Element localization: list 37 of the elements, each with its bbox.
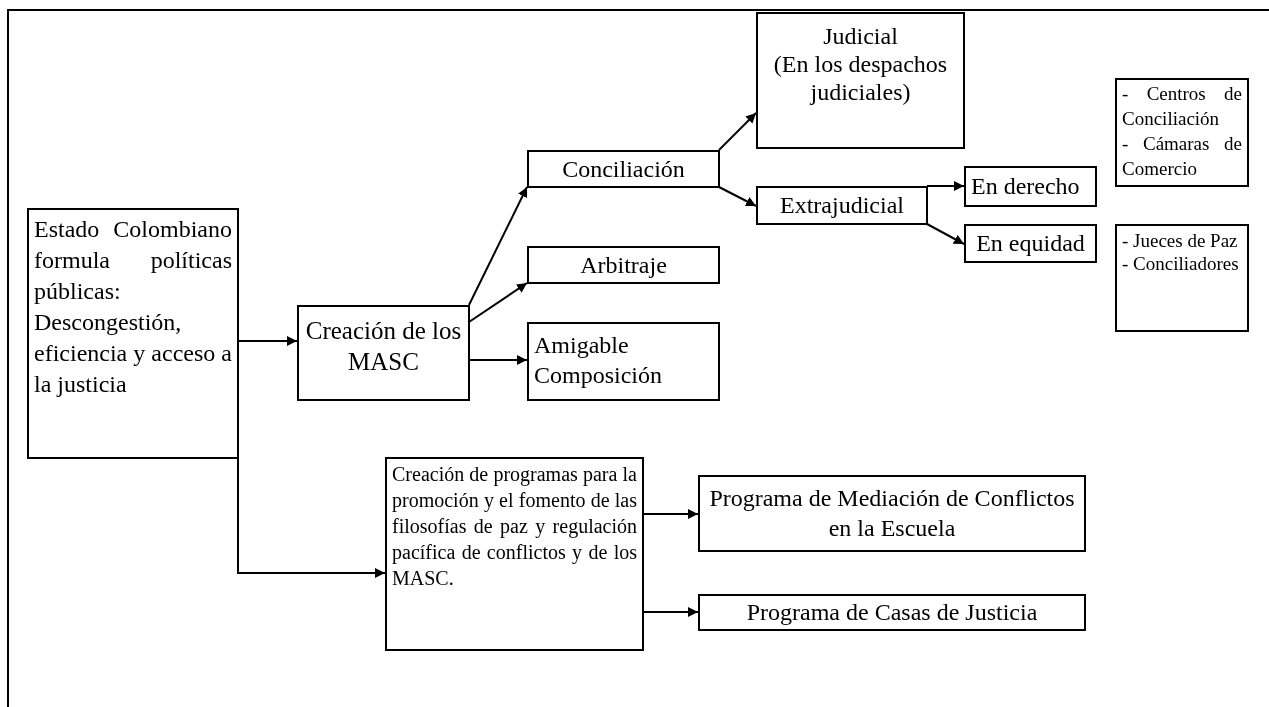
arrow <box>718 186 757 207</box>
box-text: Amigable Composición <box>534 331 663 390</box>
box-text: (En los despachos judiciales) <box>772 50 949 106</box>
arrow <box>926 223 965 245</box>
text-box <box>527 150 720 188</box>
text-box <box>698 594 1086 631</box>
box-text: Programa de Mediación de Conflictos en la Escuela <box>708 484 1076 543</box>
arrow <box>468 186 528 306</box>
box-text: Estado Colombiano formula políticas públicas: Descongestión, eficiencia y acceso a la justicia <box>34 215 232 399</box>
box-text: En equidad <box>975 229 1086 258</box>
box-text: Extrajudicial <box>779 191 905 220</box>
box-text: En derecho <box>971 172 1081 201</box>
text-box <box>297 305 470 401</box>
text-box <box>964 224 1097 263</box>
text-box <box>1115 78 1249 187</box>
text-box <box>756 12 965 149</box>
arrow <box>237 457 386 578</box>
box-text: - Jueces de Paz <box>1122 229 1239 252</box>
box-text: - Conciliadores <box>1122 252 1240 275</box>
box-text: Programa de Casas de Justicia <box>745 598 1039 627</box>
text-box <box>385 457 644 651</box>
box-text: - Centros de Conciliación <box>1122 82 1242 131</box>
text-box <box>698 475 1086 552</box>
box-text: Creación de programas para la promoción y el fomento de las filosofías de paz y regulación pacífica de conflictos y de los MASC. <box>392 462 637 591</box>
text-box <box>964 166 1097 207</box>
text-box <box>527 322 720 401</box>
text-box <box>527 246 720 284</box>
box-text: Arbitraje <box>579 251 668 280</box>
text-box <box>1115 224 1249 332</box>
arrow <box>718 112 757 151</box>
arrow <box>926 181 965 191</box>
box-text: Creación de los MASC <box>304 316 463 377</box>
box-text: - Cámaras de Comercio <box>1122 132 1242 181</box>
text-box <box>27 208 239 459</box>
box-text: Judicial <box>822 22 899 50</box>
text-box <box>756 186 928 225</box>
box-text: Conciliación <box>561 155 686 184</box>
